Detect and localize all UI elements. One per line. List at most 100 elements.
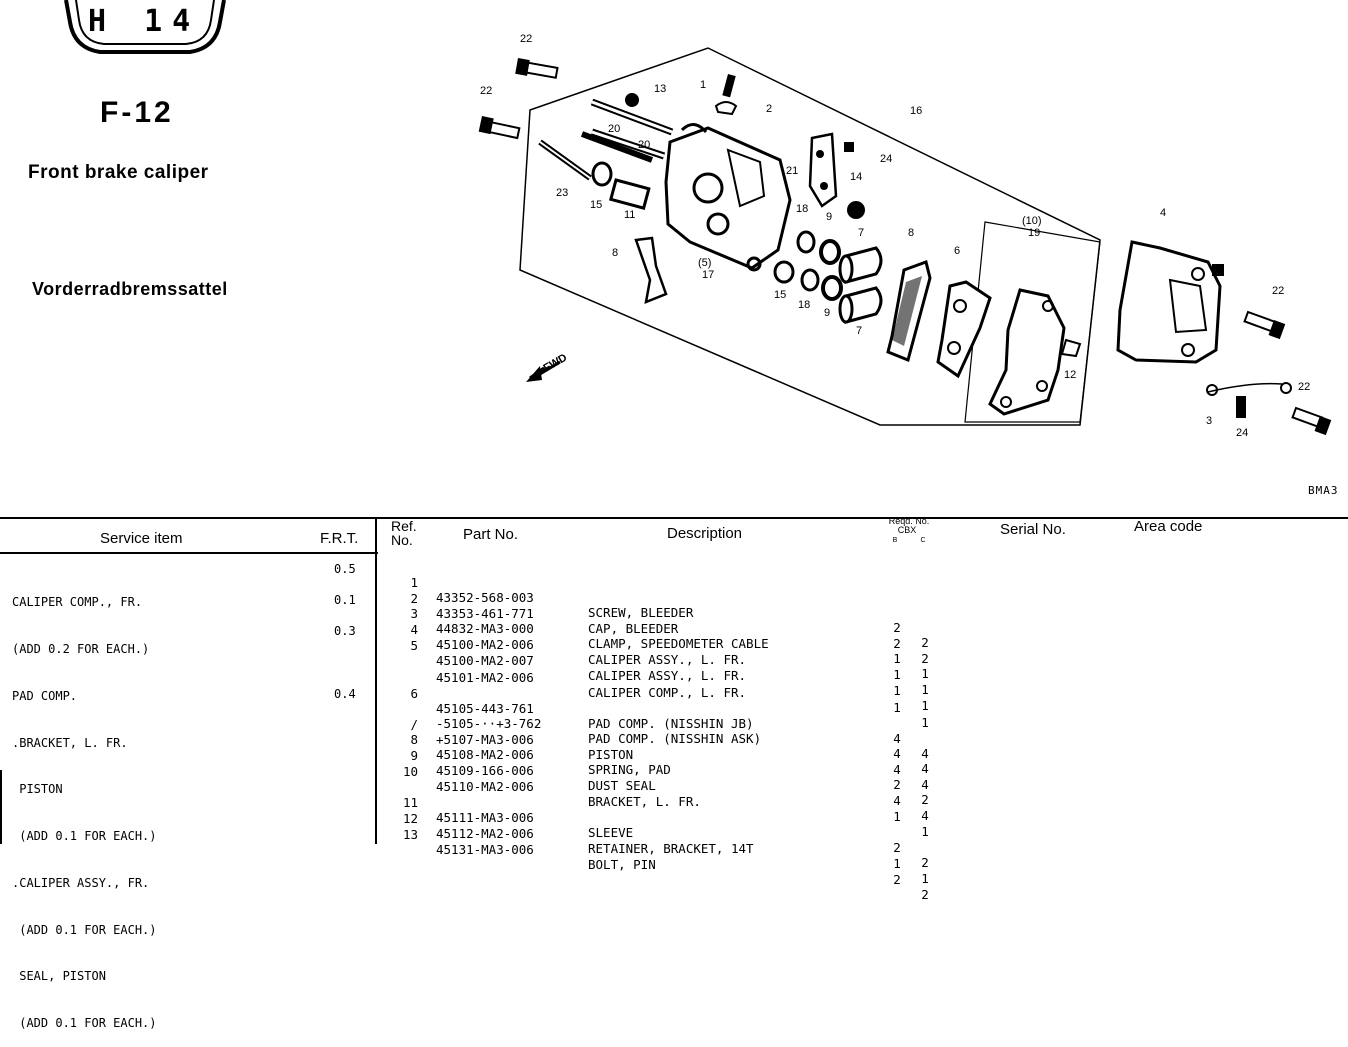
qty-b: 2 xyxy=(893,777,901,792)
callout-label: 20 xyxy=(608,123,620,135)
service-item: (ADD 0.1 FOR EACH.) xyxy=(12,829,157,844)
description: SPRING, PAD xyxy=(588,762,671,777)
qty-c: 2 xyxy=(921,887,929,902)
part-no: 45105-443-761 xyxy=(436,701,534,716)
table-row: 3 44832-MA3-000 CLAMP, SPEEDOMETER CABLE… xyxy=(0,591,928,681)
ref-no: 5 xyxy=(410,638,418,653)
service-item: (ADD 0.2 FOR EACH.) xyxy=(12,641,150,656)
callout-label: 15 xyxy=(774,289,786,301)
ref-no: 3 xyxy=(410,606,418,621)
qty-c: 1 xyxy=(921,698,929,713)
part-no: -5105-··+3-762 xyxy=(436,716,542,731)
callout-label: 21 xyxy=(786,165,798,177)
description: BOLT, PIN xyxy=(588,857,656,872)
header-col-b: B xyxy=(892,537,898,544)
header-description: Description xyxy=(667,525,743,542)
header-col-c: C xyxy=(920,537,926,544)
bolt-22-left xyxy=(478,116,521,140)
qty-b: 2 xyxy=(893,636,901,651)
table-row: 10 45110-MA2-006 BRACKET, L. FR. 1 1 xyxy=(0,749,929,839)
part-no: 43353-461-771 xyxy=(436,606,534,621)
service-items-list: CALIPER COMP., FR. (ADD 0.2 FOR EACH.) P… xyxy=(12,564,157,1047)
description: SCREW, BLEEDER xyxy=(588,605,694,620)
qty-c: 2 xyxy=(921,651,929,666)
qty-b: 1 xyxy=(893,667,901,682)
callout-label: 8 xyxy=(612,247,618,259)
description: SLEEVE xyxy=(588,825,634,840)
callout-label: 22 xyxy=(1298,381,1310,393)
callout-label: 9 xyxy=(824,307,830,319)
table-row: 45101-MA2-006 CALIPER COMP., L. FR. 1 1 xyxy=(0,640,929,730)
part-no: 44832-MA3-000 xyxy=(436,621,534,636)
qty-b: 2 xyxy=(893,620,901,635)
part-no: 45110-MA2-006 xyxy=(436,779,534,794)
callout-label: 1 xyxy=(700,79,706,91)
table-left-border xyxy=(0,770,2,844)
callout-label: 6 xyxy=(954,245,960,257)
ref-no: 9 xyxy=(410,748,418,763)
qty-c: 4 xyxy=(921,761,929,776)
description: DUST SEAL xyxy=(588,778,656,793)
page-badge-frame xyxy=(64,0,226,54)
table-row: 4 45100-MA2-006 CALIPER ASSY., L. FR. 1 … xyxy=(0,607,928,697)
part-no: 45109-166-006 xyxy=(436,763,534,778)
callout-label: 18 xyxy=(798,299,810,311)
callout-label: 14 xyxy=(850,171,862,183)
bolt-22-right-a xyxy=(1243,310,1286,340)
table-divider xyxy=(375,517,377,844)
header-cbx: CBX xyxy=(897,525,917,535)
frt-value: 0.1 xyxy=(334,593,356,607)
callout-label: 13 xyxy=(654,83,666,95)
service-item: PISTON xyxy=(12,782,63,797)
description: CLAMP, SPEEDOMETER CABLE xyxy=(588,636,769,651)
callout-label: 23 xyxy=(556,187,568,199)
qty-b: 4 xyxy=(893,731,901,746)
qty-c: 1 xyxy=(921,871,929,886)
qty-c: 4 xyxy=(921,808,929,823)
ref-no: 12 xyxy=(402,811,418,826)
header-area-code: Area code xyxy=(1134,518,1203,535)
table-row: 9 45109-166-006 DUST SEAL 4 4 xyxy=(0,733,928,823)
description: RETAINER, BRACKET, 14T xyxy=(588,841,754,856)
table-row: 5 45100-MA2-007 CALIPER ASSY., L. FR. 1 … xyxy=(0,623,928,713)
service-item: .CALIPER ASSY., FR. xyxy=(12,875,150,890)
callout-label: 22 xyxy=(480,85,492,97)
qty-b: 1 xyxy=(893,683,901,698)
service-item: (ADD 0.1 FOR EACH.) xyxy=(12,922,157,937)
description: PISTON xyxy=(588,747,634,762)
header-frt: F.R.T. xyxy=(320,530,359,547)
callout-label: (10) xyxy=(1022,215,1042,227)
qty-b: 1 xyxy=(893,700,901,715)
callout-label: 4 xyxy=(1160,207,1166,219)
qty-b: 1 xyxy=(893,809,901,824)
part-no: 45112-MA2-006 xyxy=(436,826,534,841)
page-title-german: Vorderradbremssattel xyxy=(32,279,228,299)
description: PAD COMP. (NISSHIN ASK) xyxy=(588,731,762,746)
description: CALIPER ASSY., L. FR. xyxy=(588,652,747,667)
callout-label: 22 xyxy=(520,33,532,45)
table-row: 11 45111-MA3-006 SLEEVE 2 2 xyxy=(0,780,929,870)
qty-c: 2 xyxy=(921,792,929,807)
callout-label: 8 xyxy=(908,227,914,239)
ref-no: 10 xyxy=(402,764,418,779)
qty-b: 4 xyxy=(893,762,901,777)
callout-label: (5) xyxy=(698,257,711,269)
table-row: 13 45131-MA3-006 BOLT, PIN 2 2 xyxy=(0,812,929,902)
callout-label: 15 xyxy=(590,199,602,211)
bolt-22-right-b xyxy=(1291,406,1332,436)
callout-label: 9 xyxy=(826,211,832,223)
qty-c: 1 xyxy=(921,715,929,730)
qty-c: 1 xyxy=(921,666,929,681)
description: CALIPER ASSY., L. FR. xyxy=(588,668,747,683)
header-service-item: Service item xyxy=(100,530,183,547)
ref-no: 6 xyxy=(410,686,418,701)
table-row: -5105-··+3-762 PAD COMP. (NISSHIN ASK) 4… xyxy=(0,686,929,776)
qty-c: 4 xyxy=(921,746,929,761)
qty-b: 4 xyxy=(893,746,901,761)
callout-label: 7 xyxy=(858,227,864,239)
ref-no: 8 xyxy=(410,732,418,747)
exploded-parts-diagram: FWD 22 22 1 2 13 16 20 20 21 24 23 15 11… xyxy=(478,33,1332,439)
qty-c: 2 xyxy=(921,855,929,870)
part-no: 45108-MA2-006 xyxy=(436,747,534,762)
service-item: .BRACKET, L. FR. xyxy=(12,735,128,750)
